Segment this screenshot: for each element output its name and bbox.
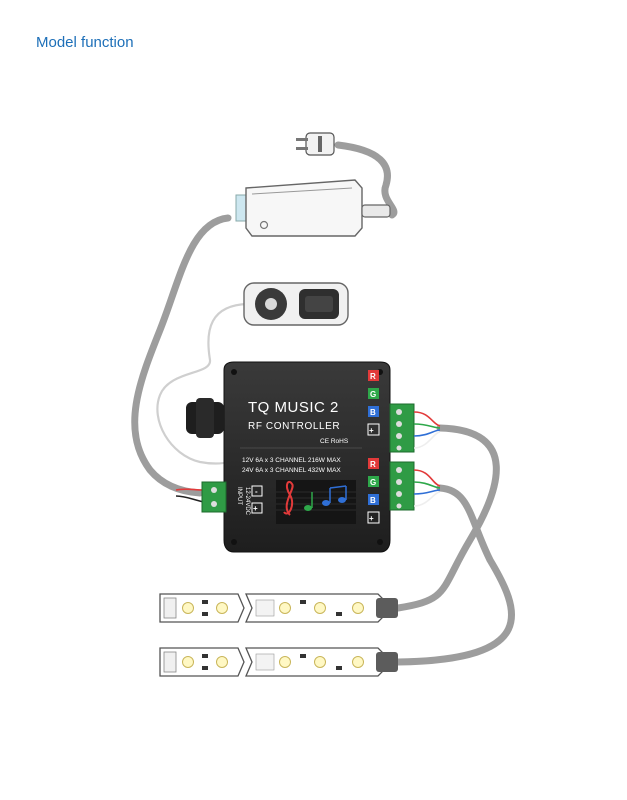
channel-plus-1: + xyxy=(369,426,374,435)
dc-cable xyxy=(131,214,232,497)
music-notes-icon xyxy=(276,480,356,524)
output-cable-2 xyxy=(394,484,516,666)
led-strip-icon xyxy=(159,647,398,677)
input-plus: + xyxy=(253,504,258,513)
power-adapter-icon xyxy=(235,179,391,237)
channel-plus-2: + xyxy=(369,514,374,523)
channel-labels-2: R G B + xyxy=(367,458,380,524)
channel-g-1: G xyxy=(370,390,376,399)
controller-cert: CE RoHS xyxy=(320,438,349,445)
controller-subtitle: RF CONTROLLER xyxy=(248,421,340,432)
power-plug-icon xyxy=(296,132,335,156)
channel-labels-1: R G B + xyxy=(367,370,380,436)
cables xyxy=(131,141,516,666)
channel-r-1: R xyxy=(370,372,376,381)
output-terminal-2 xyxy=(389,461,441,511)
channel-r-2: R xyxy=(370,460,376,469)
channel-b-2: B xyxy=(370,496,376,505)
page-heading: Model function xyxy=(36,34,134,51)
receiver-wire xyxy=(156,302,249,465)
input-label: INPUT xyxy=(236,487,242,505)
spec-line-2: 24V 6A x 3 CHANNEL 432W MAX xyxy=(242,467,341,474)
led-strip-icon xyxy=(159,593,398,623)
remote-control-icon xyxy=(243,282,349,326)
spec-line-1: 12V 6A x 3 CHANNEL 216W MAX xyxy=(242,457,341,464)
input-minus: - xyxy=(255,487,258,496)
channel-b-1: B xyxy=(370,408,376,417)
output-terminal-1 xyxy=(389,403,441,453)
ac-cable xyxy=(334,141,398,219)
controller-box: TQ MUSIC 2 RF CONTROLLER CE RoHS 12V 6A … xyxy=(186,361,391,553)
controller-title: TQ MUSIC 2 xyxy=(248,399,339,416)
input-terminal xyxy=(175,481,227,513)
output-cable-1 xyxy=(394,424,500,612)
channel-g-2: G xyxy=(370,478,376,487)
input-voltage: 12-24VDC xyxy=(244,487,250,516)
